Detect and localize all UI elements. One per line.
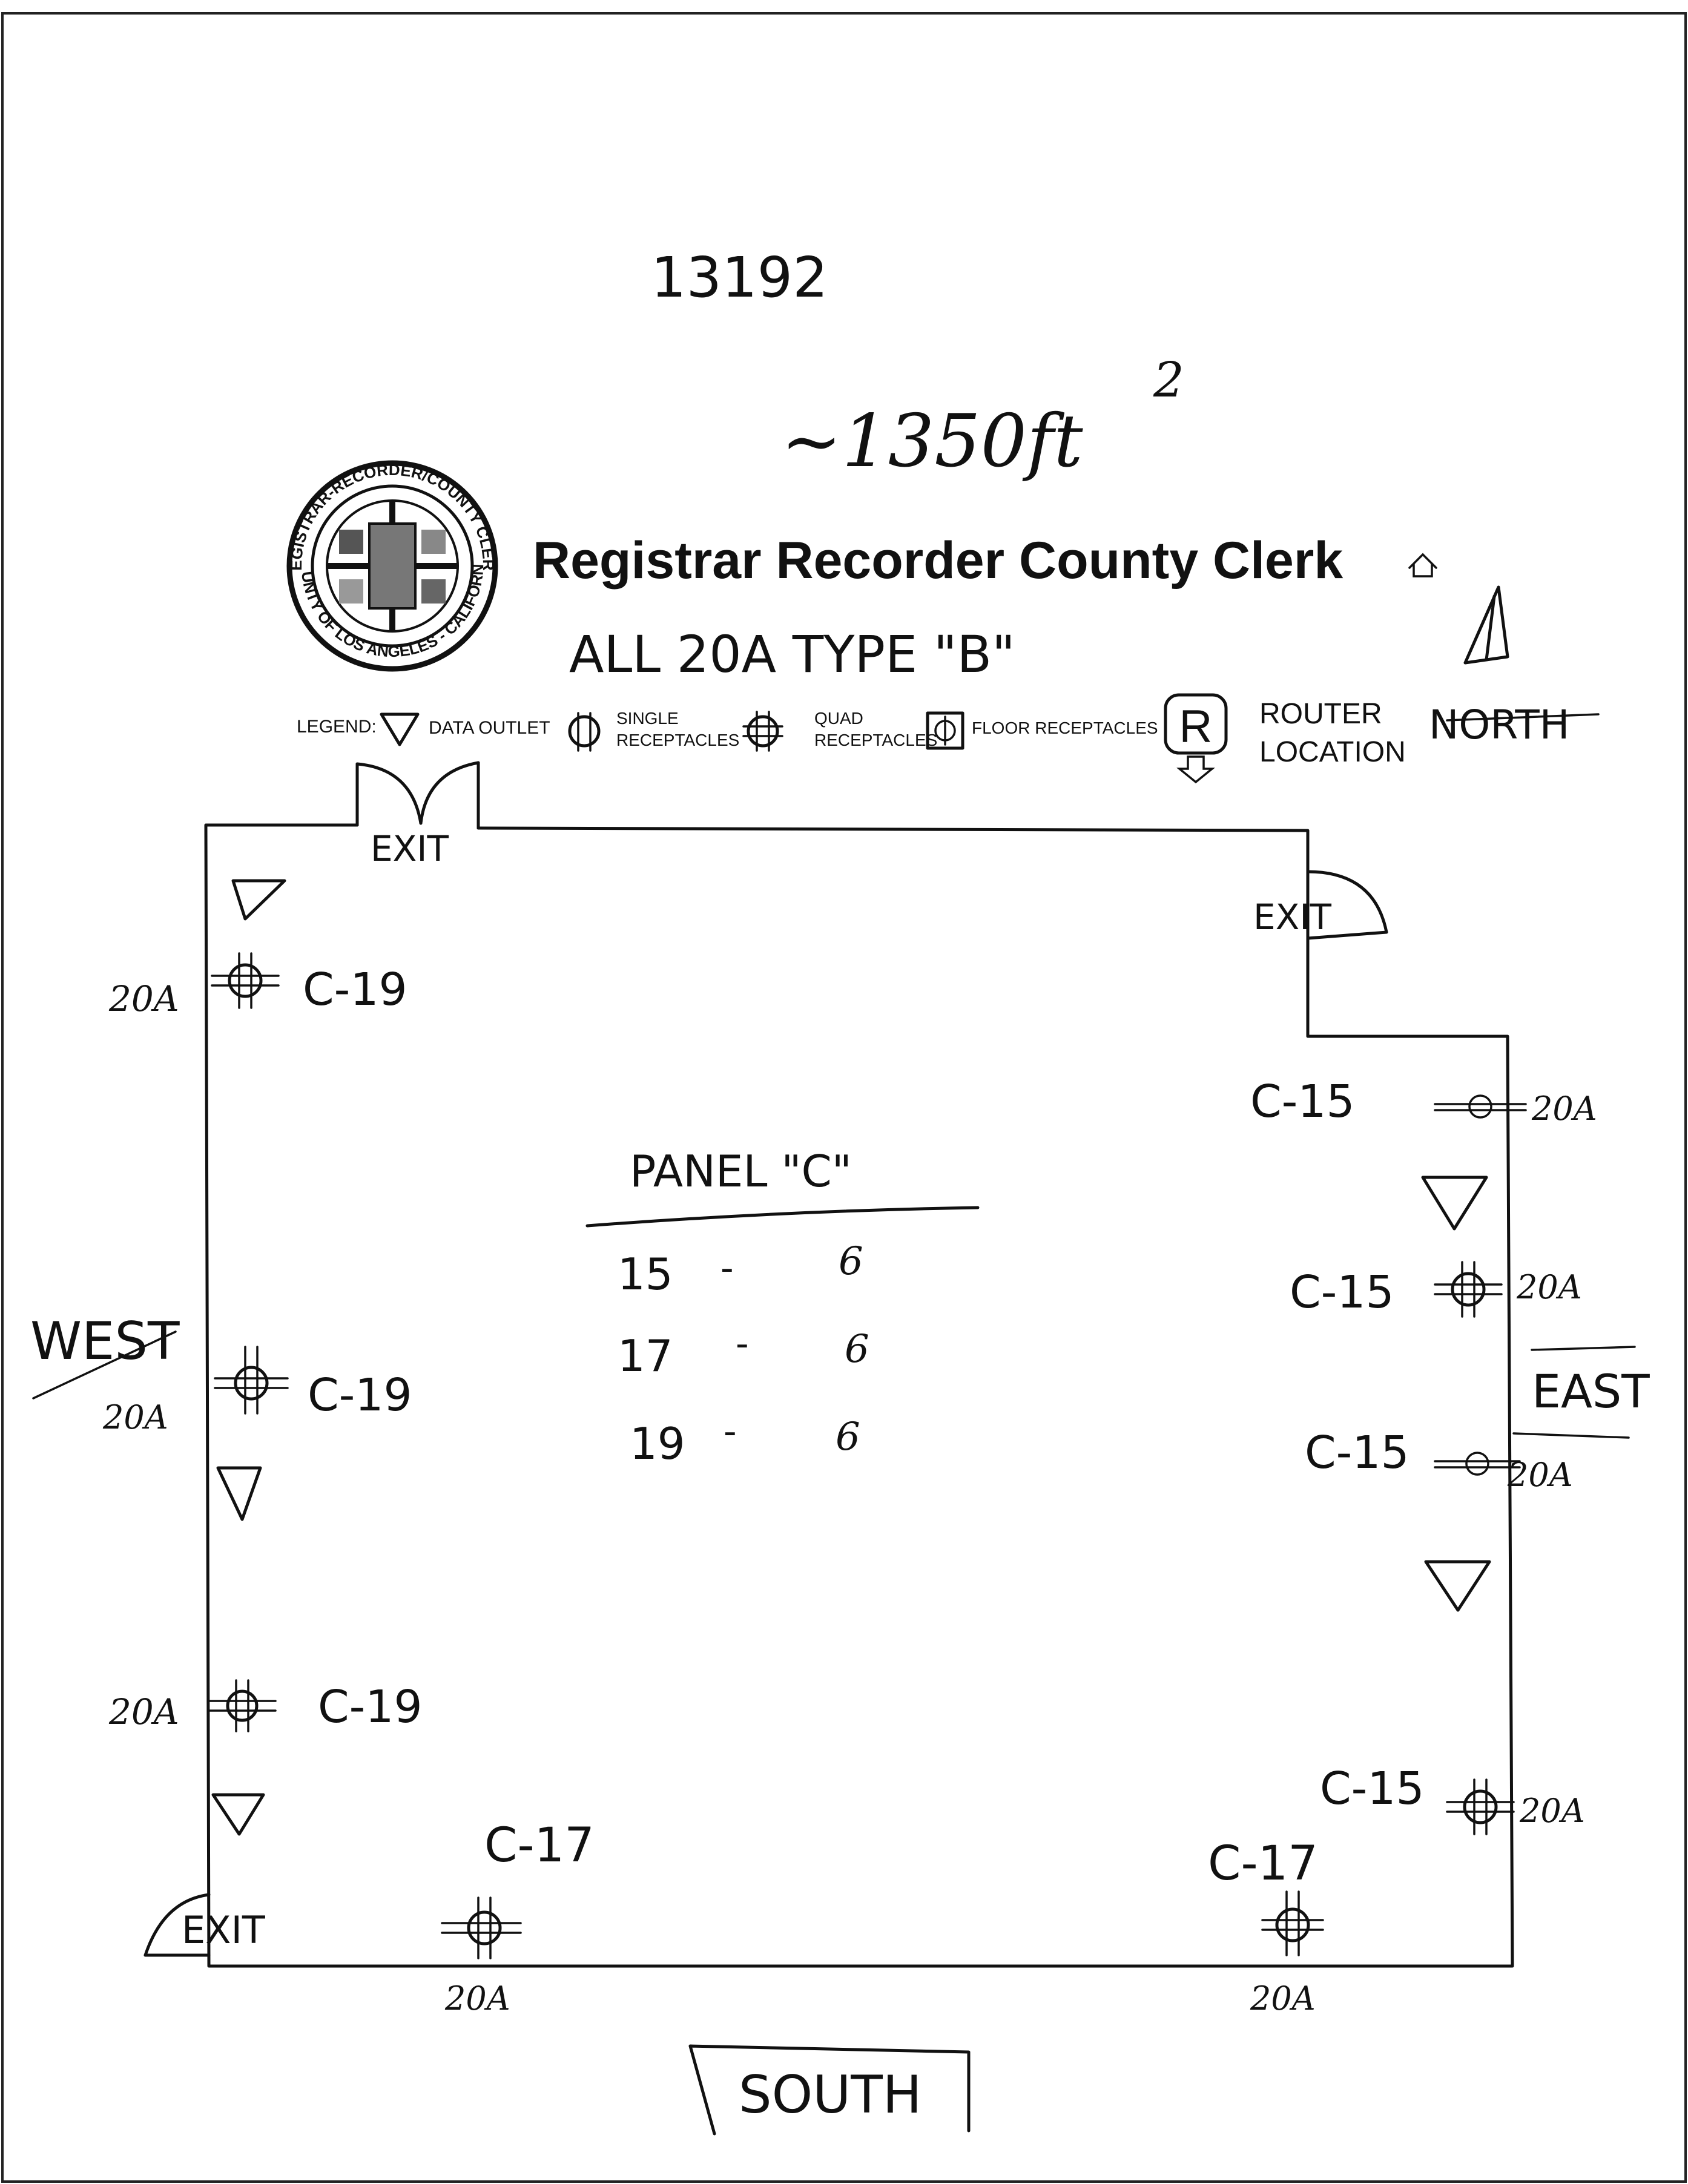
single-receptacle-icon bbox=[1434, 1452, 1521, 1476]
panel-title: PANEL "C" bbox=[630, 1146, 852, 1197]
receptacle-amps: 20A bbox=[1519, 1792, 1585, 1830]
drawing-number: 13192 bbox=[651, 245, 828, 310]
panel-circuit: 15 bbox=[618, 1249, 673, 1300]
receptacle-circuit: C-19 bbox=[303, 964, 407, 1016]
south-receptacle-2: C-17 20A bbox=[1208, 1837, 1324, 2018]
quad-receptacle-icon bbox=[1446, 1778, 1515, 1835]
panel-dash: - bbox=[724, 1410, 737, 1453]
single-receptacle-legend-icon bbox=[568, 712, 601, 752]
room-outline bbox=[204, 823, 1514, 1968]
east-receptacle-4: C-15 20A bbox=[1320, 1763, 1585, 1835]
legend-quad-1: QUAD bbox=[814, 709, 863, 728]
east-overline bbox=[1531, 1346, 1636, 1351]
east-underline bbox=[1512, 1432, 1630, 1439]
receptacle-amps: 20A bbox=[108, 978, 179, 1019]
receptacle-circuit: C-17 bbox=[484, 1818, 595, 1873]
legend-single-1: SINGLE bbox=[616, 709, 679, 728]
quad-receptacle-icon bbox=[1261, 1890, 1324, 1956]
county-seal: REGISTRAR-RECORDER/COUNTY CLERK COUNTY O… bbox=[286, 460, 498, 672]
receptacle-circuit: C-15 bbox=[1320, 1763, 1425, 1815]
legend-single-2: RECEPTACLES bbox=[616, 731, 739, 749]
west-receptacle-1: C-19 20A bbox=[108, 952, 407, 1019]
data-outlet-markers bbox=[211, 879, 1491, 1836]
data-outlet bbox=[1424, 1560, 1491, 1612]
southwest-exit-door bbox=[143, 1893, 211, 1957]
quad-receptacle-icon bbox=[211, 952, 280, 1009]
west-underline bbox=[32, 1330, 177, 1400]
legend-floor: FLOOR RECEPTACLES bbox=[972, 719, 1158, 737]
quad-receptacle-icon bbox=[214, 1346, 289, 1415]
southwest-exit-label: EXIT bbox=[182, 1908, 266, 1952]
receptacle-amps: 20A bbox=[1507, 1456, 1573, 1494]
area-exponent: 2 bbox=[1153, 352, 1184, 408]
panel-dash: - bbox=[736, 1323, 749, 1365]
north-label: NORTH bbox=[1429, 702, 1569, 748]
organization-name: Registrar Recorder County Clerk bbox=[533, 531, 1343, 590]
receptacle-amps: 20A bbox=[444, 1979, 510, 2018]
legend-router-1: ROUTER bbox=[1259, 698, 1382, 730]
quad-receptacle-icon bbox=[1434, 1261, 1503, 1318]
panel-value: 6 bbox=[836, 1415, 860, 1459]
area-text: ~1350ft bbox=[781, 400, 1083, 484]
west-receptacle-2: C-19 20A bbox=[102, 1346, 412, 1436]
quad-receptacle-icon bbox=[441, 1896, 522, 1959]
data-outlet bbox=[1421, 1176, 1488, 1231]
panel-schedule: PANEL "C" 15 - 6 17 - 6 19 - 6 bbox=[585, 1146, 980, 1469]
receptacle-amps: 20A bbox=[1516, 1268, 1582, 1306]
legend-quad-2: RECEPTACLES bbox=[814, 731, 937, 749]
north-underline bbox=[1446, 713, 1600, 722]
receptacle-circuit: C-17 bbox=[1208, 1837, 1318, 1891]
south-wall-label-box bbox=[688, 2044, 971, 2136]
router-letter: R bbox=[1179, 701, 1213, 752]
area-annotation: ~1350ft 2 bbox=[781, 352, 1184, 484]
data-outlet bbox=[211, 1793, 265, 1836]
quad-receptacle-icon bbox=[208, 1679, 277, 1732]
receptacle-amps: 20A bbox=[1250, 1979, 1316, 2018]
east-receptacle-1: C-15 20A bbox=[1250, 1076, 1597, 1128]
north-exit-door bbox=[355, 761, 480, 830]
north-arrow-icon bbox=[1463, 585, 1509, 665]
quad-receptacle-legend-icon bbox=[742, 711, 783, 752]
type-note: ALL 20A TYPE "B" bbox=[569, 625, 1015, 684]
panel-value: 6 bbox=[845, 1327, 869, 1372]
west-receptacle-3: C-19 20A bbox=[108, 1679, 423, 1733]
northeast-exit-door bbox=[1306, 870, 1388, 940]
panel-circuit: 17 bbox=[618, 1330, 673, 1381]
receptacle-circuit: C-15 bbox=[1290, 1266, 1394, 1318]
page-border bbox=[1, 12, 1687, 2183]
panel-value: 6 bbox=[839, 1239, 863, 1284]
northeast-exit-label: EXIT bbox=[1253, 896, 1331, 938]
east-receptacle-2: C-15 20A bbox=[1290, 1261, 1582, 1318]
receptacle-amps: 20A bbox=[102, 1398, 168, 1436]
south-receptacle-1: C-17 20A bbox=[441, 1818, 595, 2018]
home-icon[interactable] bbox=[1408, 553, 1437, 577]
panel-circuit: 19 bbox=[630, 1418, 685, 1469]
north-exit-label: EXIT bbox=[371, 828, 449, 869]
data-outlet-legend-icon bbox=[380, 712, 420, 746]
legend-title: LEGEND: bbox=[297, 717, 377, 737]
south-wall-label: SOUTH bbox=[739, 2065, 921, 2125]
panel-dash: - bbox=[720, 1247, 734, 1289]
legend-router-2: LOCATION bbox=[1259, 736, 1406, 768]
receptacle-circuit: C-15 bbox=[1305, 1427, 1409, 1479]
receptacle-circuit: C-19 bbox=[308, 1369, 412, 1421]
router-legend-icon: R bbox=[1164, 693, 1228, 784]
receptacle-amps: 20A bbox=[1531, 1090, 1597, 1128]
east-receptacle-3: C-15 20A bbox=[1305, 1427, 1573, 1494]
receptacle-circuit: C-15 bbox=[1250, 1076, 1355, 1128]
receptacle-amps: 20A bbox=[108, 1691, 179, 1732]
data-outlet bbox=[216, 1466, 262, 1521]
floor-receptacle-legend-icon bbox=[926, 711, 964, 750]
single-receptacle-icon bbox=[1434, 1094, 1527, 1119]
receptacle-circuit: C-19 bbox=[318, 1681, 423, 1733]
legend-data-outlet: DATA OUTLET bbox=[429, 718, 550, 738]
legend: LEGEND: DATA OUTLET SINGLE RECEPTACLES Q… bbox=[297, 693, 1406, 784]
panel-underline bbox=[585, 1206, 980, 1228]
east-wall-label: EAST bbox=[1532, 1364, 1650, 1418]
data-outlet bbox=[231, 879, 286, 921]
